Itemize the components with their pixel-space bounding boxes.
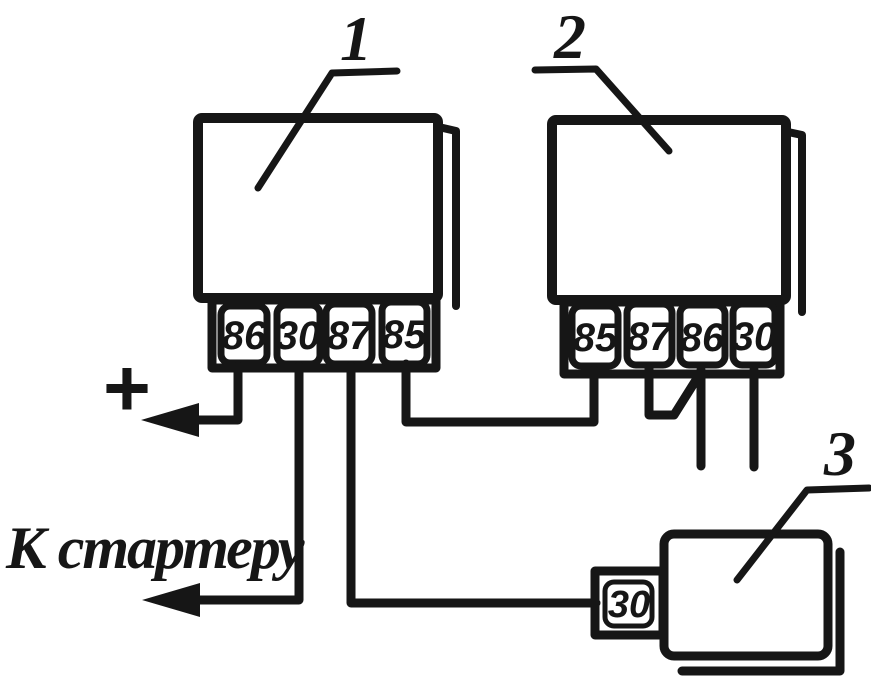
device-3-shadow xyxy=(677,547,845,676)
callout-label-2: 2 xyxy=(553,1,586,72)
relay-2-terminal-86-box xyxy=(676,301,729,369)
relay-2-shadow xyxy=(784,128,806,316)
wire-relay1-85-to-relay2-85 xyxy=(401,359,599,427)
relay-1-terminal-86-box xyxy=(217,302,271,367)
callout-leader-2 xyxy=(531,65,673,155)
relay-2-terminal-85-label: 85 xyxy=(573,316,618,360)
relay-1-terminal-86-label: 86 xyxy=(222,314,267,358)
relay-1-terminal-87-label: 87 xyxy=(327,314,373,358)
relay-1-shadow xyxy=(439,124,460,310)
relay-1: 86 30 87 85 xyxy=(193,113,460,373)
plus-wire-arrowhead-icon xyxy=(141,403,199,437)
relay-2-terminal-30-label: 30 xyxy=(732,315,777,359)
callout-label-1: 1 xyxy=(340,3,372,74)
relay-1-terminal-30-label: 30 xyxy=(276,314,321,358)
callout-leader-1 xyxy=(254,67,401,192)
wire-relay1-86-to-plus xyxy=(189,361,243,425)
starter-caption: К стартеру xyxy=(5,515,305,581)
relay-2: 85 87 86 30 xyxy=(547,115,806,379)
callout-label-3: 3 xyxy=(823,418,856,489)
relay-1-body xyxy=(193,113,443,303)
callouts: 1 2 3 xyxy=(254,1,871,584)
wires xyxy=(141,359,759,617)
wire-relay2-87-to-86-jumper xyxy=(644,363,701,420)
relay-2-terminal-86-label: 86 xyxy=(680,316,725,360)
device-3-terminal-30-box xyxy=(602,579,655,629)
device-3-terminal-30-label: 30 xyxy=(608,584,650,626)
device-3: 30 xyxy=(590,529,845,676)
callout-leader-3 xyxy=(733,484,871,584)
relay-2-terminal-30-box xyxy=(729,300,779,369)
plus-symbol: + xyxy=(103,343,151,434)
device-3-body xyxy=(659,529,833,661)
starter-wire-arrowhead-icon xyxy=(142,583,200,617)
relay-2-terminal-block xyxy=(559,297,785,379)
relay-1-terminal-85-label: 85 xyxy=(382,313,427,357)
wire-relay1-30-to-starter xyxy=(191,361,304,605)
relay-2-terminal-87-label: 87 xyxy=(627,315,673,359)
wire-relay1-87-to-device3-30 xyxy=(346,361,601,608)
relay-1-terminal-block xyxy=(207,295,441,373)
